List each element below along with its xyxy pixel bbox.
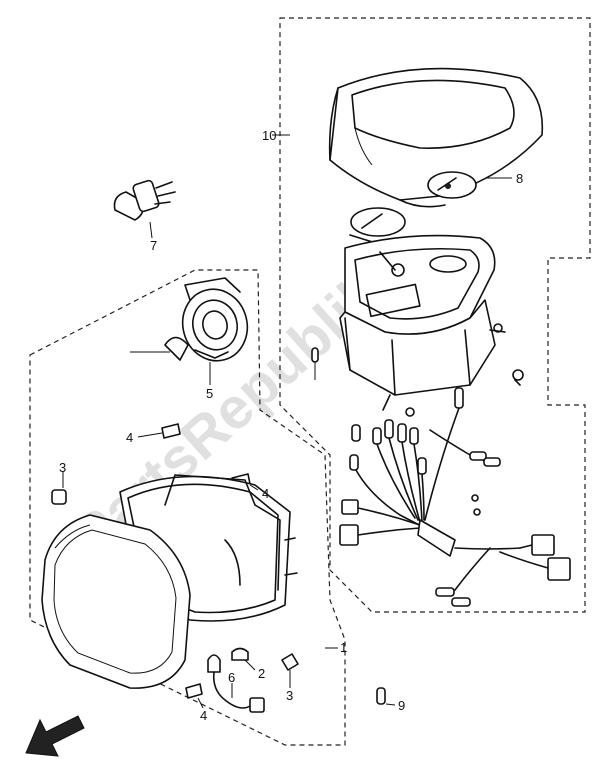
callout-9: 10 — [262, 128, 276, 143]
callout-3-left: 3 — [59, 460, 66, 475]
headlight-socket-assembly — [130, 277, 249, 362]
callout-3-bottom: 3 — [286, 688, 293, 703]
callout-10: 8 — [516, 171, 523, 186]
callout-7: 7 — [150, 238, 157, 253]
callout-5: 5 — [206, 386, 213, 401]
small-parts — [51, 489, 386, 713]
callout-4-top: 4 — [126, 430, 133, 445]
callout-2: 2 — [258, 666, 265, 681]
meter-body — [311, 234, 524, 417]
callout-1: 1 — [340, 640, 347, 655]
callout-6: 6 — [228, 670, 235, 685]
headlight-lens — [41, 514, 191, 689]
callout-4-right: 4 — [262, 486, 269, 501]
wiring-harness — [339, 387, 571, 607]
meter-cover — [328, 67, 544, 246]
leader-lines — [62, 134, 512, 709]
headlight-bulb — [113, 179, 176, 221]
arrow-front-icon — [25, 715, 85, 757]
callout-8: 9 — [398, 698, 405, 713]
headlight-group-outline — [29, 269, 346, 746]
callout-4-bottom: 4 — [200, 708, 207, 723]
